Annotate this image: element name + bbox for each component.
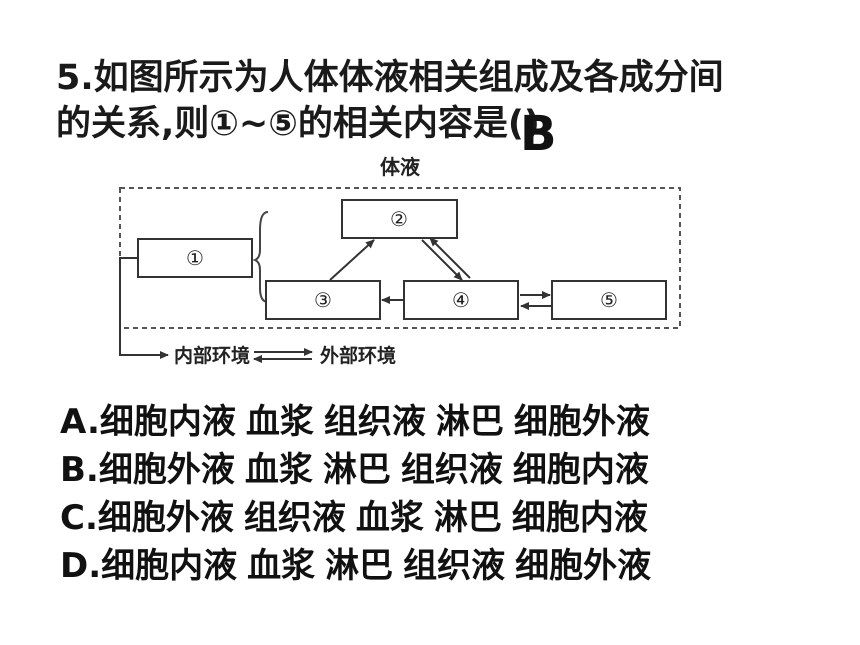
option-item: 细胞外液	[515, 546, 652, 586]
option-letter: A.	[60, 402, 100, 442]
box-2: ②	[341, 199, 458, 239]
option-c: C.细胞外液组织液血浆淋巴细胞内液	[60, 494, 651, 542]
question-line-1: 5.如图所示为人体体液相关组成及各成分间	[56, 58, 724, 98]
option-d: D.细胞内液血浆淋巴组织液细胞外液	[60, 542, 651, 590]
option-a: A.细胞内液血浆组织液淋巴细胞外液	[60, 398, 651, 446]
box-1: ①	[137, 238, 253, 278]
option-item: 组织液	[323, 402, 426, 442]
option-item: 细胞内液	[99, 402, 236, 442]
question-line-2: 的关系,则①~⑤的相关内容是()	[56, 104, 540, 144]
option-item: 组织液	[403, 546, 506, 586]
option-letter: B.	[60, 450, 99, 490]
option-item: 淋巴	[433, 498, 502, 538]
option-b: B.细胞外液血浆淋巴组织液细胞内液	[60, 446, 651, 494]
question-text: 5.如图所示为人体体液相关组成及各成分间 的关系,则①~⑤的相关内容是()	[56, 55, 816, 147]
option-item: 细胞内液	[511, 498, 648, 538]
internal-environment-label: 内部环境	[174, 344, 250, 367]
option-item: 淋巴	[322, 450, 391, 490]
box-1-label: ①	[186, 246, 204, 270]
option-item: 血浆	[247, 546, 316, 586]
external-environment-label: 外部环境	[320, 344, 396, 367]
box-2-label: ②	[390, 207, 408, 231]
option-letter: D.	[60, 546, 102, 586]
brace	[252, 211, 269, 303]
option-item: 细胞外液	[98, 450, 235, 490]
box-4-label: ④	[452, 288, 470, 312]
box-5: ⑤	[551, 280, 667, 320]
arrow-4-to-2	[429, 237, 471, 279]
option-item: 组织液	[400, 450, 503, 490]
option-item: 淋巴	[325, 546, 394, 586]
answer-mark: B	[520, 106, 557, 162]
option-item: 血浆	[245, 402, 314, 442]
option-item: 细胞外液	[97, 498, 234, 538]
option-item: 细胞内液	[101, 546, 238, 586]
body-fluid-boundary	[119, 187, 681, 329]
box-5-label: ⑤	[600, 288, 618, 312]
option-item: 细胞内液	[512, 450, 649, 490]
option-item: 血浆	[244, 450, 313, 490]
box-3: ③	[265, 280, 381, 320]
option-item: 血浆	[355, 498, 424, 538]
option-letter: C.	[60, 498, 98, 538]
options-list: A.细胞内液血浆组织液淋巴细胞外液 B.细胞外液血浆淋巴组织液细胞内液 C.细胞…	[60, 398, 651, 590]
arrow-2-to-4	[421, 239, 463, 281]
option-item: 组织液	[243, 498, 346, 538]
body-fluid-diagram: 体液 ① ② ③ ④ ⑤ 内部环境 外部环境	[119, 155, 681, 367]
body-fluid-title: 体液	[380, 155, 421, 179]
option-item: 淋巴	[435, 402, 504, 442]
box-4: ④	[403, 280, 519, 320]
connector-1-to-bottom	[119, 257, 169, 359]
arrow-3-to-2	[329, 239, 375, 281]
option-item: 细胞外液	[513, 402, 650, 442]
box-3-label: ③	[314, 288, 332, 312]
